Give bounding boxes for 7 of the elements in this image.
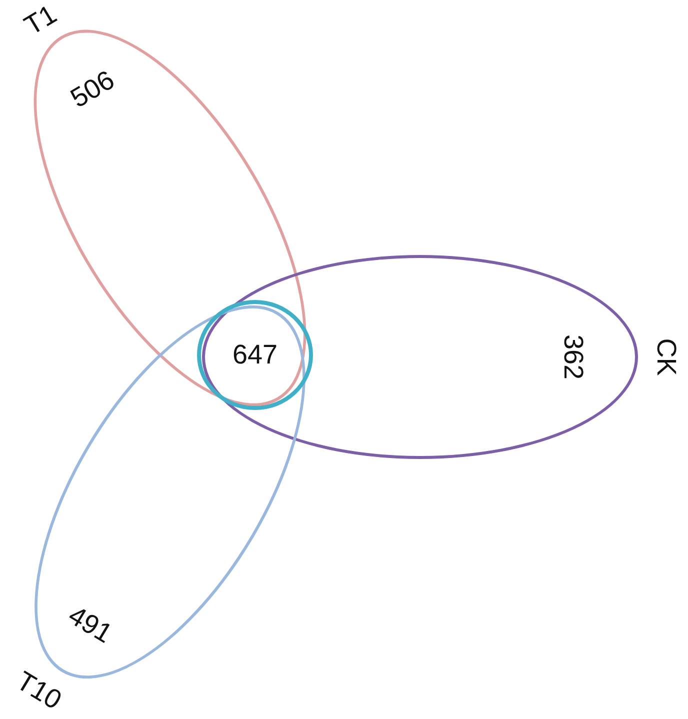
set-label: T1 <box>20 0 62 40</box>
count-label: 647 <box>232 342 278 368</box>
set-label: CK <box>652 338 680 376</box>
count-label: 506 <box>66 66 119 113</box>
set-label: T10 <box>12 667 66 714</box>
count-label: 362 <box>560 334 586 380</box>
count-label: 491 <box>64 602 116 648</box>
